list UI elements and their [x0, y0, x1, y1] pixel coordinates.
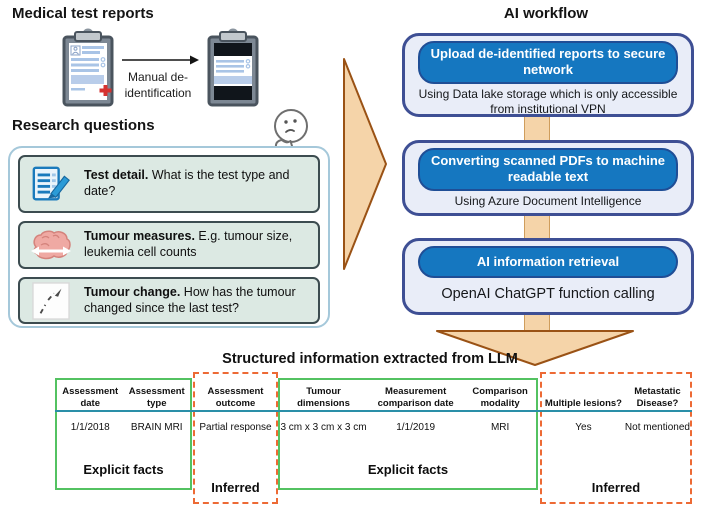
redacted-clipboard-icon [207, 28, 259, 107]
workflow-step-subtext: Using Azure Document Intelligence [454, 193, 642, 208]
research-questions-title: Research questions [12, 117, 155, 134]
question-text: Tumour change. How has the tumour change… [84, 284, 296, 315]
table-column: Assessment type BRAIN MRI [124, 382, 191, 434]
table-column: Measurement comparison date 1/1/2019 [367, 382, 464, 434]
extraction-table: Assessment date 1/1/2018 Assessment type… [50, 372, 698, 510]
trend-arrow-icon [28, 281, 74, 320]
table-column: Metastatic Disease? Not mentioned [625, 382, 690, 434]
column-header: Metastatic Disease? [634, 386, 681, 410]
column-header: Multiple lesions? [544, 398, 622, 410]
explicit-facts-group-2: Tumour dimensions 3 cm x 3 cm x 3 cm Mea… [278, 378, 538, 490]
table-column: Comparison modality MRI [464, 382, 536, 434]
extraction-title: Structured information extracted from LL… [222, 351, 518, 367]
clipboard-patient-report-icon [62, 28, 114, 107]
workflow-step-subtext: OpenAI ChatGPT function calling [441, 286, 655, 303]
table-column: Multiple lesions? Yes [542, 382, 625, 434]
group-label: Explicit facts [367, 462, 449, 477]
table-column: Tumour dimensions 3 cm x 3 cm x 3 cm [280, 382, 367, 434]
workflow-step-retrieval: AI information retrieval OpenAI ChatGPT … [402, 238, 694, 315]
group-label: Inferred [211, 480, 260, 495]
cell-value: 1/1/2018 [70, 422, 110, 433]
workflow-step-ocr: Converting scanned PDFs to machine reada… [402, 140, 694, 216]
workflow-step-heading: Upload de-identified reports to secure n… [418, 41, 678, 84]
flow-arrow-right-icon [343, 58, 387, 270]
table-column: Assessment date 1/1/2018 [57, 382, 124, 434]
cell-value: 3 cm x 3 cm x 3 cm [280, 422, 367, 433]
research-questions-panel: Test detail. What is the test type and d… [8, 146, 330, 328]
table-header-rule [55, 410, 692, 412]
column-header: Assessment outcome [207, 386, 264, 410]
medical-reports-title: Medical test reports [12, 5, 154, 22]
cell-value: Partial response [199, 422, 272, 433]
question-text: Test detail. What is the test type and d… [84, 168, 290, 198]
group-label: Inferred [591, 480, 641, 495]
column-header: Tumour dimensions [297, 386, 350, 410]
column-header: Assessment date [62, 386, 119, 410]
explicit-facts-group-1: Assessment date 1/1/2018 Assessment type… [55, 378, 192, 490]
inferred-group-1: Assessment outcome Partial response Infe… [193, 372, 278, 504]
manual-deid-label: Manual de-identification [124, 70, 192, 100]
workflow-step-upload: Upload de-identified reports to secure n… [402, 33, 694, 117]
cell-value: MRI [490, 422, 510, 433]
question-card-tumour-change: Tumour change. How has the tumour change… [18, 277, 320, 324]
cell-value: BRAIN MRI [130, 422, 183, 433]
table-column: Assessment outcome Partial response [195, 382, 276, 434]
manual-deid-arrow-icon [122, 55, 199, 65]
column-header: Assessment type [128, 386, 185, 410]
flow-arrow-down-icon [436, 330, 634, 366]
column-header: Measurement comparison date [377, 386, 454, 410]
group-label: Explicit facts [83, 462, 164, 477]
ai-workflow-title: AI workflow [503, 5, 589, 22]
tumour-size-icon [28, 228, 74, 262]
inferred-group-2: Multiple lesions? Yes Metastatic Disease… [540, 372, 692, 504]
cell-value: 1/1/2019 [396, 422, 436, 433]
question-card-tumour-measures: Tumour measures. E.g. tumour size, leuke… [18, 221, 320, 269]
question-text: Tumour measures. E.g. tumour size, leuke… [84, 229, 293, 259]
workflow-connector [524, 114, 550, 143]
workflow-step-subtext: Using Data lake storage which is only ac… [418, 86, 678, 116]
cell-value: Not mentioned [624, 422, 690, 433]
cell-value: Yes [575, 422, 592, 433]
workflow-step-heading: AI information retrieval [418, 246, 678, 279]
question-card-test-detail: Test detail. What is the test type and d… [18, 155, 320, 213]
column-header: Comparison modality [472, 386, 528, 410]
workflow-connector [524, 213, 550, 241]
checklist-pen-icon [28, 165, 74, 203]
workflow-step-heading: Converting scanned PDFs to machine reada… [418, 148, 678, 191]
